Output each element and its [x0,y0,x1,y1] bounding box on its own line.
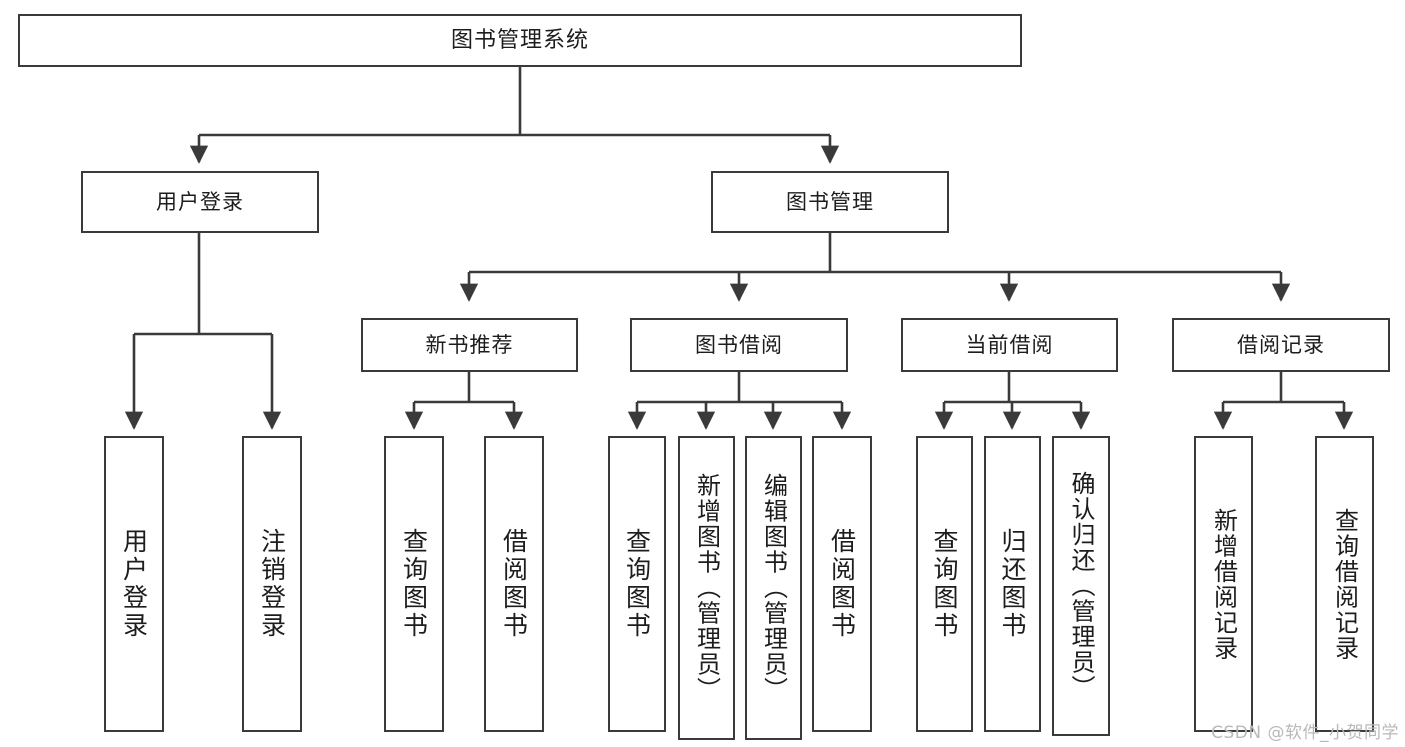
node-leaf-user-login-label: 用户登录 [119,528,149,640]
node-leaf-borrow-book-1[interactable]: 借阅图书 [484,436,544,732]
node-root[interactable]: 图书管理系统 [18,14,1022,67]
node-leaf-query-book-3[interactable]: 查询图书 [916,436,973,732]
node-leaf-return-book[interactable]: 归还图书 [984,436,1041,732]
node-leaf-query-book-2-label: 查询图书 [622,528,652,640]
node-leaf-query-book-1[interactable]: 查询图书 [384,436,444,732]
node-root-label: 图书管理系统 [450,27,589,53]
node-user-login[interactable]: 用户登录 [81,171,319,233]
node-leaf-return-book-label: 归还图书 [998,528,1027,640]
node-leaf-query-book-3-label: 查询图书 [930,528,959,640]
node-leaf-add-record[interactable]: 新增借阅记录 [1194,436,1253,732]
node-borrow-record[interactable]: 借阅记录 [1172,318,1390,372]
node-leaf-confirm-return-label: 确认归还（管理员） [1067,471,1095,701]
node-leaf-logout-label: 注销登录 [257,528,287,640]
node-current-borrow[interactable]: 当前借阅 [901,318,1118,372]
node-leaf-edit-book[interactable]: 编辑图书（管理员） [745,436,802,740]
node-borrow-record-label: 借阅记录 [1237,332,1325,357]
node-leaf-edit-book-label: 编辑图书（管理员） [759,473,788,703]
node-leaf-query-book-2[interactable]: 查询图书 [608,436,666,732]
node-user-login-label: 用户登录 [156,189,244,214]
node-book-borrow-label: 图书借阅 [695,332,783,357]
node-leaf-user-login[interactable]: 用户登录 [104,436,164,732]
node-book-management-label: 图书管理 [786,189,874,214]
node-leaf-confirm-return[interactable]: 确认归还（管理员） [1052,436,1110,736]
node-leaf-borrow-book-1-label: 借阅图书 [499,528,529,640]
node-leaf-query-record[interactable]: 查询借阅记录 [1315,436,1374,732]
node-leaf-add-book-label: 新增图书（管理员） [692,473,721,703]
node-leaf-logout[interactable]: 注销登录 [242,436,302,732]
node-book-borrow[interactable]: 图书借阅 [630,318,848,372]
node-new-book-recommend[interactable]: 新书推荐 [361,318,578,372]
node-current-borrow-label: 当前借阅 [965,332,1054,357]
node-leaf-query-record-label: 查询借阅记录 [1330,507,1359,661]
node-new-book-recommend-label: 新书推荐 [425,332,514,357]
node-book-management[interactable]: 图书管理 [711,171,949,233]
node-leaf-borrow-book-2[interactable]: 借阅图书 [812,436,872,732]
node-leaf-add-record-label: 新增借阅记录 [1209,507,1238,661]
node-leaf-borrow-book-2-label: 借阅图书 [827,528,857,640]
node-leaf-query-book-1-label: 查询图书 [399,528,429,640]
watermark: CSDN @软件_小贺同学 [1211,723,1399,743]
node-leaf-add-book[interactable]: 新增图书（管理员） [678,436,735,740]
